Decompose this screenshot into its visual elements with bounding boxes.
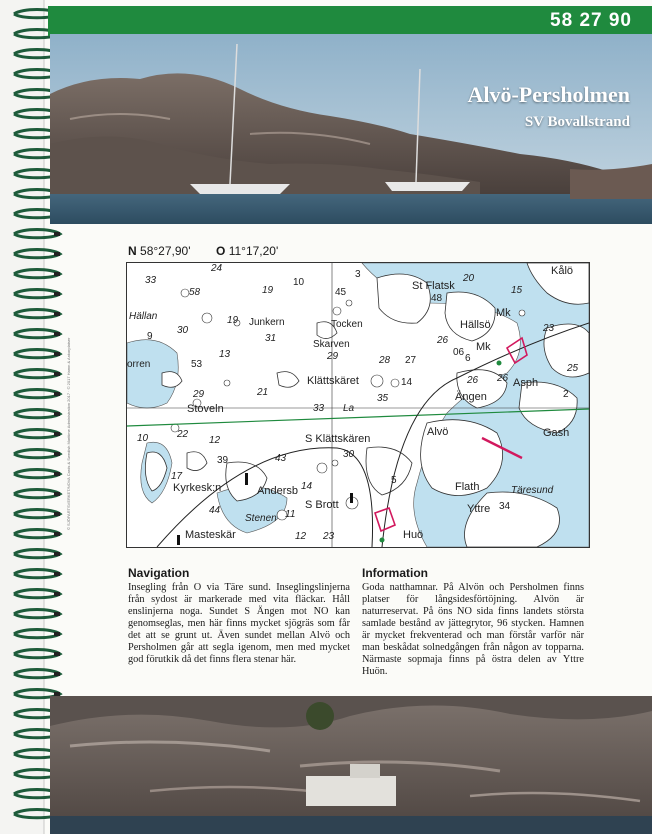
depth-value: 39 — [217, 455, 229, 466]
depth-value: 11 — [285, 509, 296, 520]
depth-value: 33 — [145, 275, 157, 286]
nautical-chart: Hällan Junkern Tocken Skarven St Flatsk … — [126, 262, 590, 548]
place-stoveln: Stoveln — [187, 403, 224, 415]
place-junkern: Junkern — [249, 317, 285, 328]
longitude-label: O — [216, 244, 226, 258]
place-masteskar: Masteskär — [185, 529, 236, 541]
place-gash: Gash — [543, 427, 570, 439]
place-hallan: Hällan — [129, 311, 158, 322]
depth-value: 45 — [335, 287, 347, 298]
latitude: N 58°27,90' — [128, 244, 190, 258]
place-mk-2: Mk — [476, 341, 491, 353]
depth-value: 28 — [379, 355, 391, 366]
depth-value: 12 — [209, 435, 221, 446]
place-mk-1: Mk — [496, 307, 511, 319]
depth-value: 14 — [301, 481, 313, 492]
place-asph: Asph — [513, 377, 539, 389]
place-flath: Flath — [455, 481, 480, 493]
place-alvo: Alvö — [427, 426, 449, 438]
place-la: La — [343, 403, 355, 414]
navigation-section: Navigation Insegling från O via Täre sun… — [128, 566, 350, 666]
header-bar: 58 27 90 — [48, 6, 652, 36]
depth-value: 12 — [295, 531, 307, 542]
depth-value: 44 — [209, 505, 221, 516]
place-yttre: Yttre — [467, 503, 491, 515]
place-s-klattskaren: S Klättskären — [305, 433, 371, 445]
depth-value: 23 — [543, 323, 555, 334]
depth-value: 22 — [177, 429, 189, 440]
place-tocken: Tocken — [331, 319, 363, 330]
depth-value: 29 — [193, 389, 205, 400]
depth-value: 48 — [431, 293, 443, 304]
information-heading: Information — [362, 566, 428, 580]
place-stenen: Stenen — [245, 513, 277, 524]
depth-value: 21 — [257, 387, 269, 398]
harbour-photo-top: Alvö-Persholmen SV Bovallstrand — [50, 34, 652, 224]
copyright-text: © SJÖFARTSVERKET/NOVA Cards & Swedish Ma… — [66, 337, 71, 531]
depth-value: 23 — [323, 531, 335, 542]
depth-value: 58 — [189, 287, 201, 298]
depth-value: 26 — [497, 373, 509, 384]
depth-value: 10 — [137, 433, 149, 444]
longitude: O 11°17,20' — [216, 244, 278, 258]
depth-value: 3 — [355, 269, 361, 280]
depth-value: 26 — [467, 375, 479, 386]
latitude-value: 58°27,90' — [140, 244, 191, 258]
depth-value: 34 — [499, 501, 511, 512]
depth-value: 33 — [313, 403, 325, 414]
depth-value: 10 — [293, 277, 305, 288]
depth-value: 14 — [401, 377, 413, 388]
depth-value: 53 — [191, 359, 203, 370]
depth-value: 24 — [211, 263, 223, 274]
depth-value: 19 — [227, 315, 239, 326]
place-angen: Ängen — [455, 391, 487, 403]
chart-drawing — [127, 263, 589, 547]
depth-value: 43 — [275, 453, 287, 464]
depth-value: 17 — [171, 471, 183, 482]
copyright-note: © SJÖFARTSVERKET/NOVA Cards & Swedish Ma… — [66, 338, 78, 531]
harbour-photo-bottom — [50, 696, 652, 834]
depth-value: 2 — [563, 389, 569, 400]
place-orren: orren — [127, 359, 151, 370]
page-title: Alvö-Persholmen — [467, 82, 630, 107]
depth-value: 20 — [463, 273, 475, 284]
longitude-value: 11°17,20' — [228, 244, 279, 258]
depth-value: 9 — [147, 331, 153, 342]
depth-value: 25 — [567, 363, 579, 374]
depth-value: 15 — [511, 285, 523, 296]
navigation-text: Insegling från O via Täre sund. Inseglin… — [128, 582, 350, 665]
depth-value: 5 — [391, 475, 397, 486]
place-hallso: Hällsö — [460, 319, 491, 331]
depth-value: 30 — [177, 325, 189, 336]
depth-value: 26 — [437, 335, 449, 346]
depth-value: 06 — [453, 347, 465, 358]
depth-value: 6 — [465, 353, 471, 364]
place-huo: Huö — [403, 529, 424, 541]
place-st-flatsk: St Flatsk — [412, 280, 455, 292]
place-s-brott: S Brott — [305, 499, 339, 511]
depth-value: 30 — [343, 449, 355, 460]
place-kyrkesk: Kyrkesk:n — [173, 482, 222, 494]
depth-value: 19 — [262, 285, 274, 296]
information-section: Information Goda natthamnar. På Alvön oc… — [362, 566, 584, 678]
depth-value: 29 — [327, 351, 339, 362]
depth-value: 35 — [377, 393, 389, 404]
latitude-label: N — [128, 244, 137, 258]
place-andersb: Andersb — [257, 485, 298, 497]
page-number: 58 27 90 — [550, 10, 632, 31]
page-subtitle: SV Bovallstrand — [524, 114, 630, 130]
place-klattskaret: Klättskäret — [307, 375, 359, 387]
depth-value: 31 — [265, 333, 277, 344]
navigation-heading: Navigation — [128, 566, 190, 580]
place-skarven: Skarven — [313, 339, 350, 350]
depth-value: 27 — [405, 355, 417, 366]
depth-value: 13 — [219, 349, 231, 360]
information-text: Goda natthamnar. På Alvön och Persholmen… — [362, 582, 584, 677]
place-kalo: Kålö — [551, 265, 574, 277]
place-taresund: Täresund — [511, 485, 554, 496]
